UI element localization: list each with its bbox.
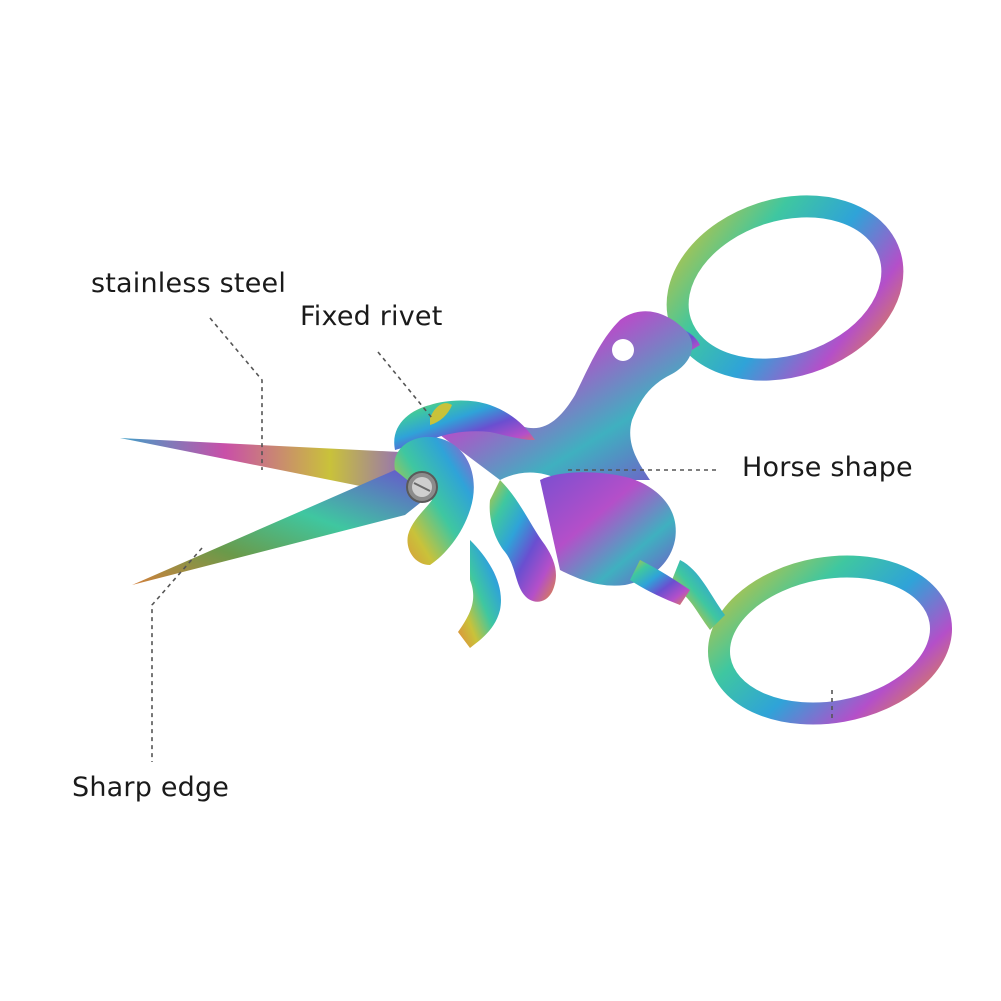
callout-fixed-rivet: Fixed rivet (300, 301, 443, 332)
callout-sharp-edge: Sharp edge (72, 772, 230, 803)
leader-line-fixed-rivet (377, 351, 433, 419)
top-blade (120, 438, 420, 490)
horse-body (394, 311, 693, 648)
callout-stainless-steel: stainless steel (91, 268, 287, 299)
lower-ring-handle (670, 555, 953, 725)
leader-line-stainless-steel (209, 317, 263, 470)
leader-line-sharp-edge (151, 547, 203, 762)
rivet-screw (406, 471, 438, 503)
bottom-blade (132, 470, 430, 585)
callout-horse-shape: Horse shape (742, 452, 913, 483)
